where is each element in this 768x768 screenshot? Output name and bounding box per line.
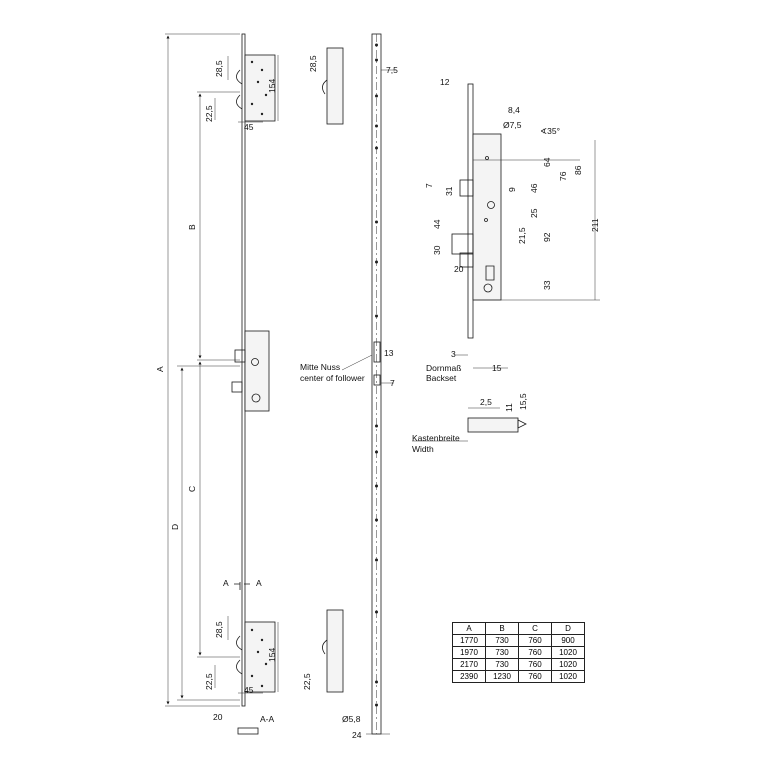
dim-64: 64 xyxy=(542,157,552,167)
detail-faceplate xyxy=(467,83,474,339)
table-header-row: A B C D xyxy=(452,622,585,635)
rail-follower-block xyxy=(373,341,381,363)
section-aa-profile xyxy=(237,727,259,735)
dim-20: 20 xyxy=(454,264,464,274)
label-kastenbreite: Kastenbreite xyxy=(412,433,460,443)
dim-bot-28-5: 28,5 xyxy=(214,621,224,638)
section-mark-left: A xyxy=(223,578,229,588)
table-cell: 1020 xyxy=(551,658,585,671)
label-dornmass: Dornmaß xyxy=(426,363,461,373)
label-mitte-nuss: Mitte Nuss xyxy=(300,362,340,372)
dim-33: 33 xyxy=(542,280,552,290)
section-mark-right: A xyxy=(256,578,262,588)
table-cell: 760 xyxy=(518,670,552,683)
rail-view: 7,5 13 7 Ø5,8 24 Mitte Nuss center of fo… xyxy=(300,33,398,740)
table-cell: 1770 xyxy=(452,634,486,647)
dim-nut-7: 7 xyxy=(390,378,395,388)
dim-bot-154: 154 xyxy=(267,648,277,662)
table-cell: 1230 xyxy=(485,670,519,683)
table-header-b: B xyxy=(485,622,519,635)
dim-c-label: C xyxy=(187,486,197,492)
table-cell: 730 xyxy=(485,646,519,659)
section-aa-label: A-A xyxy=(260,714,275,724)
dim-side-top-28-5: 28,5 xyxy=(308,55,318,72)
table-cell: 900 xyxy=(551,634,585,647)
dim-76: 76 xyxy=(558,171,568,181)
dim-11: 11 xyxy=(504,403,514,412)
dim-44: 44 xyxy=(432,219,442,229)
table-cell: 730 xyxy=(485,634,519,647)
dim-nut-13: 13 xyxy=(384,348,394,358)
side-top-hook xyxy=(326,47,344,125)
table-cell: 1020 xyxy=(551,646,585,659)
dim-92: 92 xyxy=(542,232,552,242)
dim-46: 46 xyxy=(529,183,539,193)
dim-rail-7-5: 7,5 xyxy=(386,65,398,75)
table-cell: 2390 xyxy=(452,670,486,683)
dim-side-bot-22-5: 22,5 xyxy=(302,673,312,690)
front-view xyxy=(231,33,276,707)
dim-86: 86 xyxy=(573,165,583,175)
table-header-d: D xyxy=(551,622,585,635)
label-width: Width xyxy=(412,444,434,454)
front-view-dimensions: A B C D 154 28,5 22,5 45 154 28,5 22,5 4… xyxy=(155,33,279,735)
table-row: 2390 1230 760 1020 xyxy=(452,670,585,683)
table-row: 1770 730 760 900 xyxy=(452,634,585,647)
dim-rail-24: 24 xyxy=(352,730,362,740)
dim-21-5: 21,5 xyxy=(517,227,527,244)
bottom-hook-plate xyxy=(244,621,276,693)
dim-top-22-5: 22,5 xyxy=(204,105,214,122)
dim-31: 31 xyxy=(444,186,454,196)
detail-view: 12 8,4 Ø7,5 ∢35° 7 31 9 44 30 20 46 25 2… xyxy=(412,77,600,454)
table-cell: 1020 xyxy=(551,670,585,683)
table-cell: 730 xyxy=(485,658,519,671)
central-gearbox xyxy=(244,330,270,412)
dim-top-28-5: 28,5 xyxy=(214,60,224,77)
dim-bot-45: 45 xyxy=(244,685,254,695)
side-view: 28,5 22,5 xyxy=(302,47,344,693)
table-cell: 2170 xyxy=(452,658,486,671)
table-header-c: C xyxy=(518,622,552,635)
dim-9: 9 xyxy=(507,187,517,192)
dim-30: 30 xyxy=(432,245,442,255)
dim-7-5: Ø7,5 xyxy=(503,120,522,130)
faceplate-front xyxy=(241,33,246,707)
dim-d-label: D xyxy=(170,524,180,530)
table-row: 2170 730 760 1020 xyxy=(452,658,585,671)
table-cell: 760 xyxy=(518,634,552,647)
dim-15-5: 15,5 xyxy=(518,393,528,410)
label-center-follower: center of follower xyxy=(300,373,365,383)
table-header-a: A xyxy=(452,622,486,635)
top-hook-shape xyxy=(236,69,243,110)
table-cell: 1970 xyxy=(452,646,486,659)
dim-2-5: 2,5 xyxy=(480,397,492,407)
dim-top-154: 154 xyxy=(267,79,277,93)
label-backset: Backset xyxy=(426,373,457,383)
top-hook-plate xyxy=(244,54,276,122)
detail-lockcase xyxy=(472,133,502,301)
dim-15: 15 xyxy=(492,363,502,373)
dim-rail-diameter: Ø5,8 xyxy=(342,714,361,724)
dim-section-20: 20 xyxy=(213,712,223,722)
dimension-table: A B C D 1770 730 760 900 1970 730 760 10… xyxy=(452,622,585,683)
dim-12: 12 xyxy=(440,77,450,87)
dim-bot-22-5: 22,5 xyxy=(204,673,214,690)
table-row: 1970 730 760 1020 xyxy=(452,646,585,659)
table-cell: 760 xyxy=(518,646,552,659)
latch-detail xyxy=(467,417,519,433)
dim-3: 3 xyxy=(451,349,456,359)
dim-a-label: A xyxy=(155,366,165,372)
dim-7: 7 xyxy=(424,183,434,188)
table-cell: 760 xyxy=(518,658,552,671)
dim-8-4: 8,4 xyxy=(508,105,520,115)
dim-25: 25 xyxy=(529,208,539,218)
dim-top-45: 45 xyxy=(244,122,254,132)
dim-angle-35: ∢35° xyxy=(540,126,560,136)
dim-b-label: B xyxy=(187,224,197,230)
side-bottom-hook xyxy=(326,609,344,693)
